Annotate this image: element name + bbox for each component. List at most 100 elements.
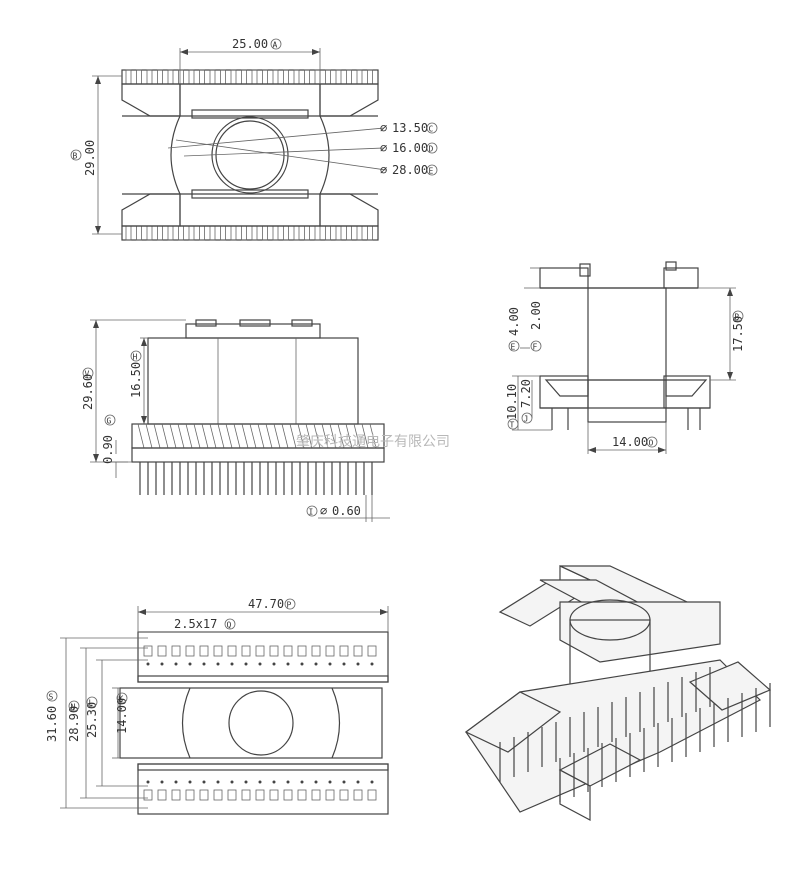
slot [227, 789, 237, 801]
top-view: 25.00 A 29.00 B ⌀ 13.50 C ⌀ 16.00 D ⌀ 28… [70, 37, 438, 241]
comb-tooth [136, 225, 142, 241]
dim-tag-C: C [429, 125, 434, 134]
rib-line [209, 423, 217, 449]
pin-hole [146, 780, 150, 784]
dim-text-D: 16.00 [392, 141, 428, 155]
watermark: 肇庆科技通电子有限公司 [296, 434, 450, 450]
slot [325, 789, 335, 801]
slot [367, 645, 377, 657]
comb-tooth [293, 69, 300, 85]
rib-line [353, 423, 361, 449]
dim-text-O: 14.00 [612, 435, 648, 449]
pin-hole [300, 662, 304, 666]
pin-hole [328, 662, 332, 666]
pin-hole [230, 662, 234, 666]
comb-tooth [367, 69, 373, 85]
comb-tooth [304, 225, 310, 241]
slot [185, 789, 195, 801]
pin-hole [188, 662, 192, 666]
rib-line [281, 423, 289, 449]
slot [143, 789, 153, 801]
slot [213, 645, 223, 657]
slot [325, 645, 335, 657]
pin-hole [202, 780, 206, 784]
dim-tag-R: R [735, 313, 740, 322]
slot [157, 645, 167, 657]
comb-tooth [335, 69, 342, 85]
front-view: 29.60 V 16.50 H 0.90 G I ⌀ 0.60 [81, 319, 390, 522]
comb-tooth [146, 225, 153, 241]
dim-text-Q: 2.5x17 [174, 617, 217, 631]
comb-tooth [304, 69, 310, 85]
dim-tag-E: E [429, 167, 434, 176]
dim-text-T: 10.10 [505, 384, 519, 420]
pin-hole [286, 780, 290, 784]
comb-tooth [272, 225, 279, 241]
slot [241, 789, 251, 801]
dim-tag-P: P [287, 601, 292, 610]
comb-tooth [209, 225, 216, 241]
pin-hole [314, 780, 318, 784]
pin-hole [356, 780, 360, 784]
pin-hole [244, 780, 248, 784]
comb-tooth [335, 225, 342, 241]
dim-tag-H: H [133, 353, 138, 362]
comb-tooth [346, 225, 352, 241]
comb-tooth [188, 69, 195, 85]
dim-text-G: 0.90 [101, 435, 115, 464]
pin-hole [160, 780, 164, 784]
comb-tooth [220, 225, 226, 241]
comb-tooth [314, 225, 321, 241]
dim-text-F: 2.00 [529, 301, 543, 330]
dim-prefix-D: ⌀ [380, 141, 387, 155]
pin-hole [314, 662, 318, 666]
rib-line [137, 423, 145, 449]
pin-hole [342, 662, 346, 666]
rib-line [321, 423, 329, 449]
pin-hole [356, 662, 360, 666]
comb-tooth [199, 69, 205, 85]
rib-line [345, 423, 353, 449]
slot [311, 789, 321, 801]
pin-hole [300, 780, 304, 784]
slot [339, 789, 349, 801]
rib-line [153, 423, 161, 449]
comb-tooth [251, 69, 258, 85]
slot [143, 645, 153, 657]
slot [199, 789, 209, 801]
pin-hole [342, 780, 346, 784]
slot [227, 645, 237, 657]
comb-tooth [325, 225, 331, 241]
rib-line [161, 423, 169, 449]
slot [171, 789, 181, 801]
dim-text-P: 47.70 [248, 597, 284, 611]
slot [157, 789, 167, 801]
dim-text-V: 29.60 [81, 374, 95, 410]
comb-tooth [199, 225, 205, 241]
rib-line [249, 423, 257, 449]
dim-tag-G: G [107, 417, 112, 426]
rib-line [201, 423, 209, 449]
dim-tag-S: S [49, 693, 54, 702]
dim-text-B: 29.00 [83, 140, 97, 176]
comb-tooth [167, 69, 174, 85]
dim-text-K: 14.00 [115, 698, 129, 734]
slot [255, 645, 265, 657]
dim-tag-O: O [649, 439, 654, 448]
dim-prefix-I: ⌀ [320, 504, 327, 518]
rib-line [305, 423, 313, 449]
slot [283, 789, 293, 801]
dim-tag-T: T [510, 421, 515, 430]
comb-tooth [167, 225, 174, 241]
comb-tooth [136, 69, 142, 85]
comb-tooth [230, 225, 237, 241]
dim-text-J: 7.20 [519, 379, 533, 408]
comb-tooth [262, 69, 268, 85]
dim-tag-Q: Q [227, 621, 232, 630]
comb-tooth [146, 69, 153, 85]
pin-hole [146, 662, 150, 666]
pin-hole [258, 780, 262, 784]
dim-text-A: 25.00 [232, 37, 268, 51]
slot [339, 645, 349, 657]
rib-line [169, 423, 177, 449]
